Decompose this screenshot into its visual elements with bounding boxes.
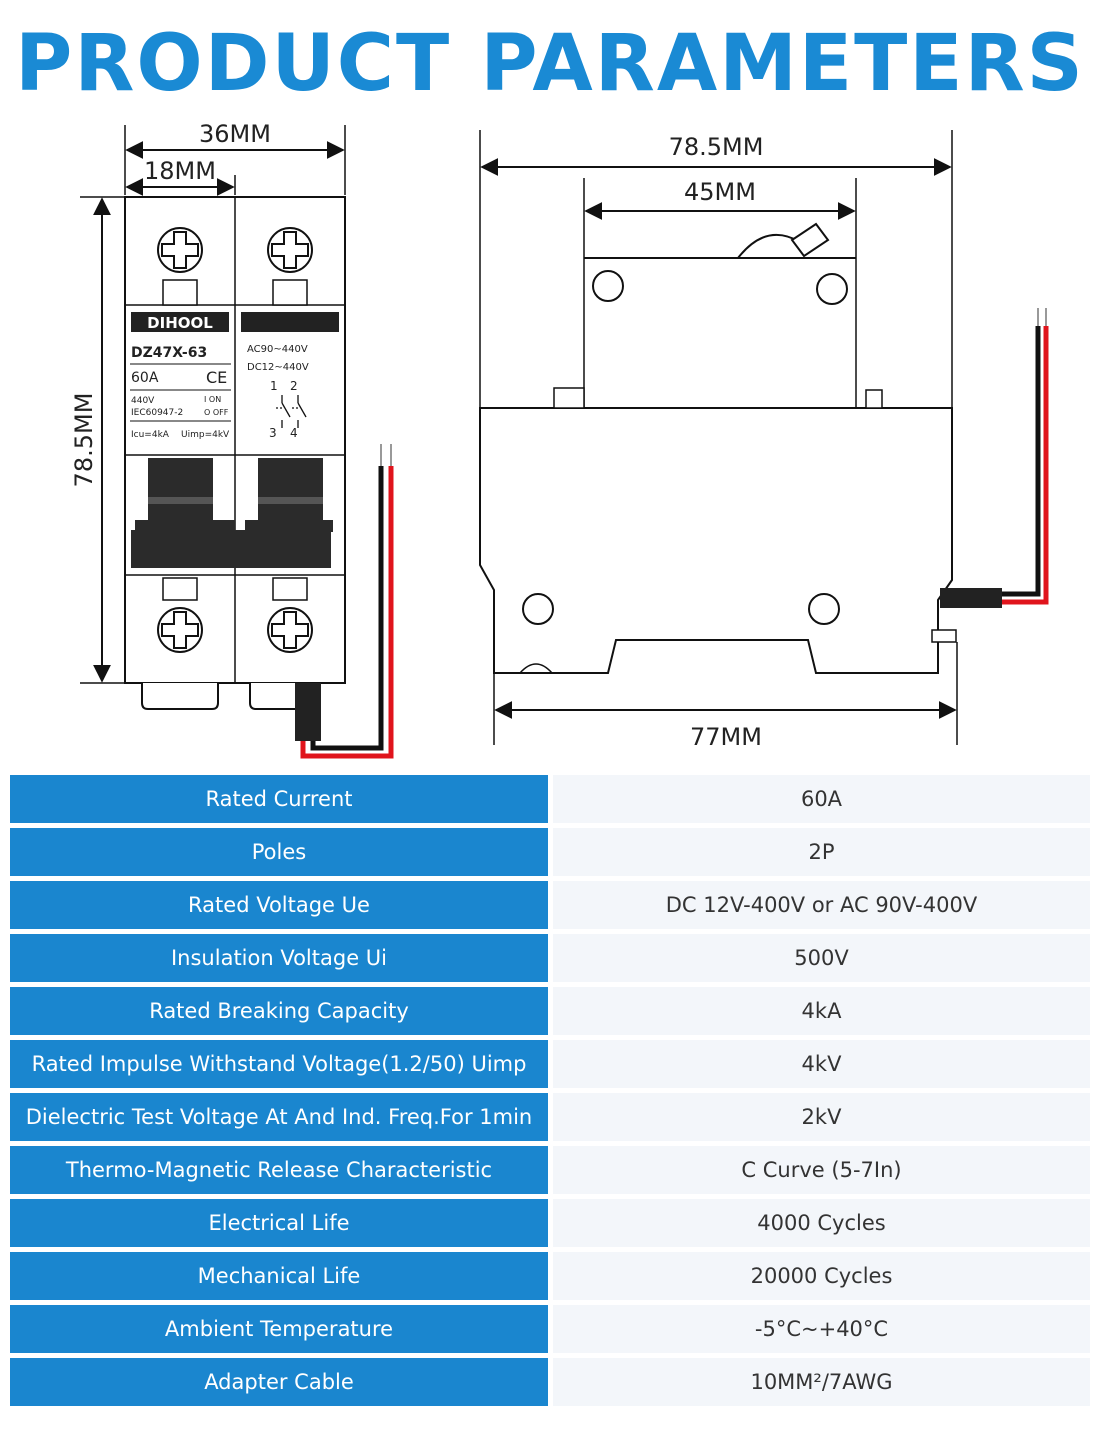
- mounting-hole-icon: [522, 593, 554, 625]
- dim-front-width: 36MM: [199, 120, 271, 148]
- spec-key: Thermo-Magnetic Release Characteristic: [10, 1146, 548, 1194]
- uimp-label: Uimp=4kV: [181, 430, 230, 440]
- spec-key: Rated Current: [10, 775, 548, 823]
- spec-key: Adapter Cable: [10, 1358, 548, 1406]
- adapter-cable: [295, 444, 394, 759]
- on-label: I ON: [204, 395, 221, 404]
- terminal-1-label: 1: [270, 379, 278, 393]
- spec-key: Insulation Voltage Ui: [10, 934, 548, 982]
- terminal-3-label: 3: [269, 426, 277, 440]
- spec-key: Rated Voltage Ue: [10, 881, 548, 929]
- spec-value: C Curve (5-7In): [553, 1146, 1090, 1194]
- spec-key: Rated Breaking Capacity: [10, 987, 548, 1035]
- spec-value: 2P: [553, 828, 1090, 876]
- model-label: DZ47X-63: [131, 345, 207, 361]
- front-view: 36MM 18MM 78.5MM DIHOOL DZ47X-63 60: [70, 120, 394, 759]
- mounting-hole-icon: [592, 270, 624, 302]
- dim-side-width: 78.5MM: [669, 133, 764, 161]
- spec-value: 4kV: [553, 1040, 1090, 1088]
- current-label: 60A: [131, 370, 159, 386]
- spec-key: Mechanical Life: [10, 1252, 548, 1300]
- mounting-hole-icon: [816, 273, 848, 305]
- spec-key: Ambient Temperature: [10, 1305, 548, 1353]
- spec-key: Electrical Life: [10, 1199, 548, 1247]
- spec-key: Dielectric Test Voltage At And Ind. Freq…: [10, 1093, 548, 1141]
- toggle-handle: [131, 530, 331, 568]
- spec-value: -5°C~+40°C: [553, 1305, 1090, 1353]
- dim-front-pole-width: 18MM: [144, 157, 216, 185]
- screw-icon: [267, 577, 313, 653]
- spec-value: 2kV: [553, 1093, 1090, 1141]
- dc-range-label: DC12~440V: [247, 362, 309, 373]
- dim-side-inner-width: 45MM: [684, 178, 756, 206]
- screw-icon: [157, 227, 203, 306]
- spec-value: 20000 Cycles: [553, 1252, 1090, 1300]
- icu-label: Icu=4kA: [131, 430, 170, 440]
- spec-key: Rated Impulse Withstand Voltage(1.2/50) …: [10, 1040, 548, 1088]
- terminal-4-label: 4: [290, 426, 298, 440]
- adapter-cable: [940, 308, 1049, 608]
- standard-label: IEC60947-2: [131, 408, 183, 418]
- table-row: Dielectric Test Voltage At And Ind. Freq…: [10, 1093, 1090, 1141]
- technical-drawing: 36MM 18MM 78.5MM DIHOOL DZ47X-63 60: [70, 120, 1049, 759]
- screw-icon: [157, 577, 203, 653]
- off-label: O OFF: [204, 408, 229, 417]
- spec-value: 10MM²/7AWG: [553, 1358, 1090, 1406]
- voltage-label: 440V: [131, 396, 155, 406]
- spec-value: DC 12V-400V or AC 90V-400V: [553, 881, 1090, 929]
- side-view: 78.5MM 45MM 77MM: [479, 130, 1049, 751]
- screw-icon: [267, 227, 313, 306]
- spec-value: 4000 Cycles: [553, 1199, 1090, 1247]
- spec-value: 500V: [553, 934, 1090, 982]
- ac-range-label: AC90~440V: [247, 344, 308, 355]
- ce-mark: CE: [206, 368, 227, 387]
- dim-side-bottom-width: 77MM: [690, 723, 762, 751]
- table-row: Ambient Temperature-5°C~+40°C: [10, 1305, 1090, 1353]
- brand-logo: DIHOOL: [147, 314, 213, 332]
- page-title: PRODUCT PARAMETERS: [15, 19, 1085, 109]
- dim-front-height: 78.5MM: [70, 393, 98, 488]
- spec-value: 4kA: [553, 987, 1090, 1035]
- terminal-2-label: 2: [290, 379, 298, 393]
- circuit-symbol-icon: [276, 395, 307, 428]
- spec-key: Poles: [10, 828, 548, 876]
- mounting-hole-icon: [808, 593, 840, 625]
- table-row: Rated Impulse Withstand Voltage(1.2/50) …: [10, 1040, 1090, 1088]
- spec-value: 60A: [553, 775, 1090, 823]
